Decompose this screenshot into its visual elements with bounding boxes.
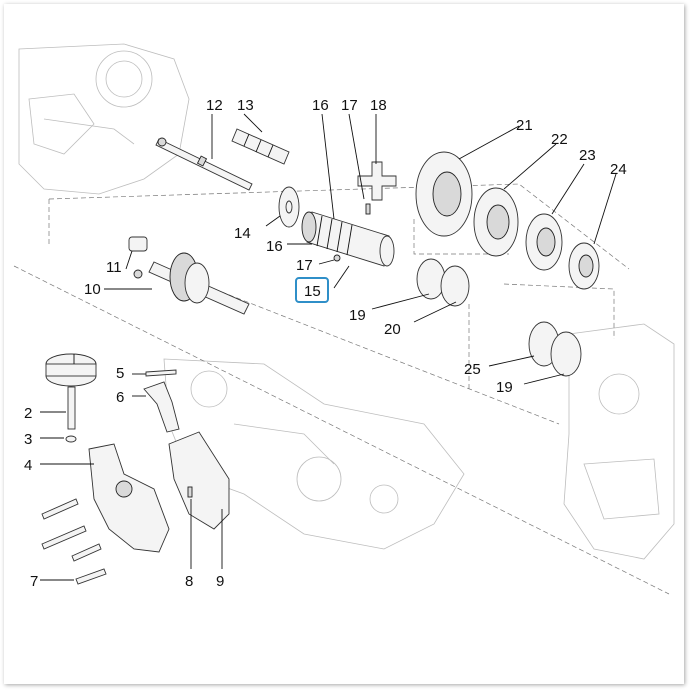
- part-10-gear-shaft[interactable]: [148, 252, 250, 315]
- part-21-gear[interactable]: [415, 151, 473, 237]
- part-8-dowel[interactable]: [187, 486, 193, 498]
- part-19-circlip-upper[interactable]: [416, 258, 446, 300]
- callout-15[interactable]: 15: [304, 283, 321, 300]
- callout-2[interactable]: 2: [24, 405, 32, 422]
- callout-25[interactable]: 25: [464, 361, 481, 378]
- part-6-lever[interactable]: [143, 381, 180, 433]
- callout-4[interactable]: 4: [24, 457, 32, 474]
- assembly-lines: [13, 183, 670, 595]
- callout-6[interactable]: 6: [116, 389, 124, 406]
- callout-16-second[interactable]: 16: [266, 238, 283, 255]
- selected-part-highlight: [295, 277, 329, 303]
- callout-8[interactable]: 8: [185, 573, 193, 590]
- callout-17-second[interactable]: 17: [296, 257, 313, 274]
- callout-5[interactable]: 5: [116, 365, 124, 382]
- callout-21[interactable]: 21: [516, 117, 533, 134]
- part-3-oring[interactable]: [65, 435, 77, 443]
- part-14-washer[interactable]: [278, 186, 300, 228]
- callout-23[interactable]: 23: [579, 147, 596, 164]
- part-22-gear[interactable]: [473, 187, 519, 257]
- part-18-cross[interactable]: [357, 161, 397, 201]
- part-24-gear[interactable]: [568, 242, 600, 290]
- callout-24[interactable]: 24: [610, 161, 627, 178]
- leader-lines: [40, 113, 617, 581]
- callout-12[interactable]: 12: [206, 97, 223, 114]
- callout-22[interactable]: 22: [551, 131, 568, 148]
- part-1-rotor-cover[interactable]: [45, 353, 97, 387]
- part-2-pump-shaft[interactable]: [67, 386, 76, 430]
- callout-9[interactable]: 9: [216, 573, 224, 590]
- engine-casing-top-left: [18, 43, 190, 195]
- diagram-frame: 12 13 16 17 18 21 22 23 24 14 16 17 15 1…: [4, 4, 684, 684]
- callout-17[interactable]: 17: [341, 97, 358, 114]
- callout-19[interactable]: 19: [349, 307, 366, 324]
- callout-16[interactable]: 16: [312, 97, 329, 114]
- part-13-splined-shaft[interactable]: [231, 128, 290, 165]
- part-12-shaft[interactable]: [155, 137, 253, 191]
- part-11-bushing[interactable]: [128, 236, 148, 279]
- callout-7[interactable]: 7: [30, 573, 38, 590]
- callout-19-second[interactable]: 19: [496, 379, 513, 396]
- callout-labels: 12 13 16 17 18 21 22 23 24 14 16 17 15 1…: [24, 97, 627, 590]
- part-9-gasket[interactable]: [168, 431, 230, 530]
- part-19-circlip-lower[interactable]: [550, 331, 582, 377]
- callout-10[interactable]: 10: [84, 281, 101, 298]
- exploded-parts-diagram: 12 13 16 17 18 21 22 23 24 14 16 17 15 1…: [13, 43, 675, 595]
- callout-11[interactable]: 11: [106, 259, 122, 276]
- callout-3[interactable]: 3: [24, 431, 32, 448]
- callout-18[interactable]: 18: [370, 97, 387, 114]
- callout-13[interactable]: 13: [237, 97, 254, 114]
- part-20-ring[interactable]: [440, 265, 470, 307]
- callout-14[interactable]: 14: [234, 225, 251, 242]
- part-17-pins[interactable]: [333, 203, 371, 262]
- part-5-screw[interactable]: [145, 369, 177, 377]
- part-4-pump-housing[interactable]: [88, 443, 170, 553]
- callout-20[interactable]: 20: [384, 321, 401, 338]
- engine-casing-bottom-right: [563, 323, 675, 560]
- part-7-bolts[interactable]: [41, 498, 107, 585]
- part-15-splined-sleeve[interactable]: [301, 211, 395, 267]
- part-23-gear[interactable]: [525, 213, 563, 271]
